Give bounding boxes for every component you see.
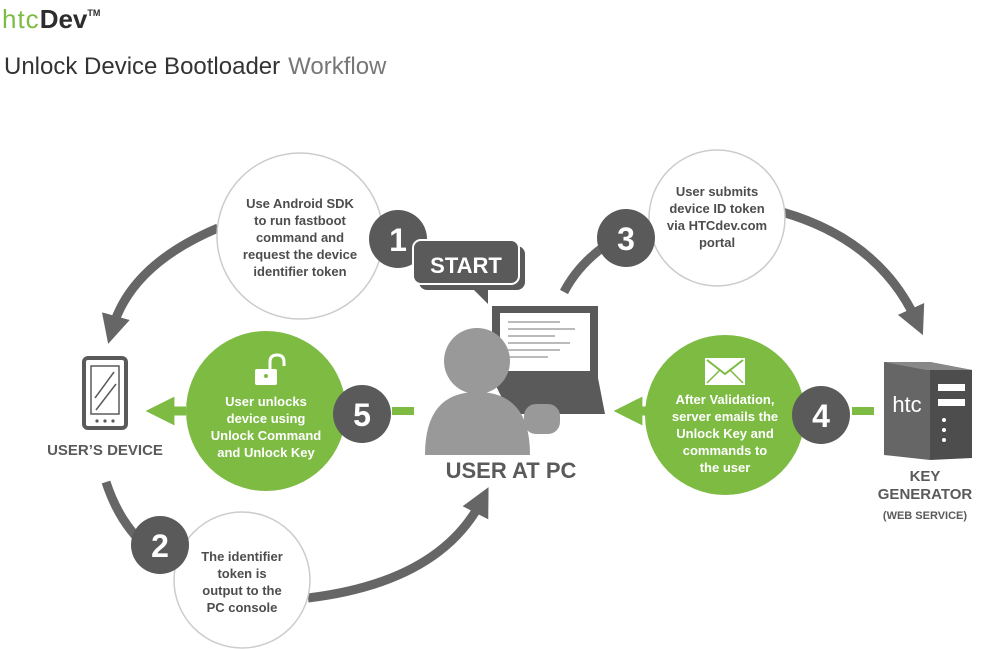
step-1-line-4: request the device xyxy=(243,247,357,262)
step-2-line-3: output to the xyxy=(202,583,281,598)
logo-brand: htc xyxy=(2,4,40,34)
step-2-line-4: PC console xyxy=(207,600,278,615)
step-2-badge: 2 xyxy=(131,516,189,574)
step-5-line-2: device using xyxy=(227,411,306,426)
step-5-bubble: User unlocks device using Unlock Command… xyxy=(186,331,346,491)
step-5-badge: 5 xyxy=(333,385,391,443)
step-2-bubble: The identifier token is output to the PC… xyxy=(173,511,311,649)
page-title: Unlock Device Bootloader Workflow xyxy=(4,53,387,80)
envelope-icon xyxy=(705,358,745,385)
step-4-line-4: commands to xyxy=(683,443,768,458)
start-label: START xyxy=(430,253,502,278)
step-4-line-3: Unlock Key and xyxy=(676,426,774,441)
step-4-line-1: After Validation, xyxy=(676,392,775,407)
step-1-line-1: Use Android SDK xyxy=(246,196,354,211)
key-gen-label-3: (WEB SERVICE) xyxy=(883,510,967,522)
step-2-number: 2 xyxy=(151,528,169,564)
step-3-line-3: via HTCdev.com xyxy=(667,218,767,233)
step-5-line-1: User unlocks xyxy=(225,394,307,409)
step-5-line-4: and Unlock Key xyxy=(217,445,315,460)
step-1-bubble: Use Android SDK to run fastboot command … xyxy=(216,152,384,320)
pc-label: USER AT PC xyxy=(446,458,577,483)
step-3-number: 3 xyxy=(617,221,635,257)
step-3-line-4: portal xyxy=(699,235,735,250)
title-main: Unlock Device Bootloader xyxy=(4,53,280,80)
server-icon: htc xyxy=(884,362,972,460)
arrow-step4-to-pc xyxy=(613,396,874,426)
unlocked-padlock-icon xyxy=(255,353,286,385)
server-logo: htc xyxy=(892,392,921,417)
monitor-icon xyxy=(492,306,605,414)
step-3-bubble: User submits device ID token via HTCdev.… xyxy=(648,149,786,287)
flow-arc-step3b xyxy=(780,207,925,336)
step-4-bubble: After Validation, server emails the Unlo… xyxy=(645,335,805,495)
logo-trademark: TM xyxy=(87,8,100,18)
flow-arc-step2b xyxy=(307,487,489,603)
step-5-line-3: Unlock Command xyxy=(211,428,322,443)
step-1-number: 1 xyxy=(389,222,407,258)
step-4-line-2: server emails the xyxy=(672,409,778,424)
logo-product: Dev xyxy=(40,4,88,34)
key-gen-label-1: KEY xyxy=(910,468,941,485)
start-badge: START xyxy=(412,239,525,304)
step-1-line-5: identifier token xyxy=(253,264,346,279)
step-3-line-1: User submits xyxy=(676,184,758,199)
arrow-step5-to-device xyxy=(145,396,414,426)
svg-text:htcDevTM: htcDevTM xyxy=(2,4,100,34)
step-1-line-3: command and xyxy=(256,230,344,245)
step-4-line-5: the user xyxy=(700,460,751,475)
step-3-badge: 3 xyxy=(597,209,655,267)
flow-arc-step3 xyxy=(560,241,609,295)
step-3-line-2: device ID token xyxy=(669,201,764,216)
person-icon xyxy=(425,328,560,455)
device-label: USER’S DEVICE xyxy=(47,442,163,459)
key-gen-label-2: GENERATOR xyxy=(878,486,973,503)
step-5-number: 5 xyxy=(353,397,371,433)
step-4-badge: 4 xyxy=(792,386,850,444)
flow-arc-step1 xyxy=(101,223,220,344)
step-1-line-2: to run fastboot xyxy=(254,213,346,228)
htcdev-logo: htcDevTM xyxy=(2,4,100,34)
step-2-line-2: token is xyxy=(217,566,266,581)
step-4-number: 4 xyxy=(812,398,830,434)
title-sub: Workflow xyxy=(288,53,387,80)
tablet-icon xyxy=(82,356,128,430)
step-2-line-1: The identifier xyxy=(201,549,283,564)
